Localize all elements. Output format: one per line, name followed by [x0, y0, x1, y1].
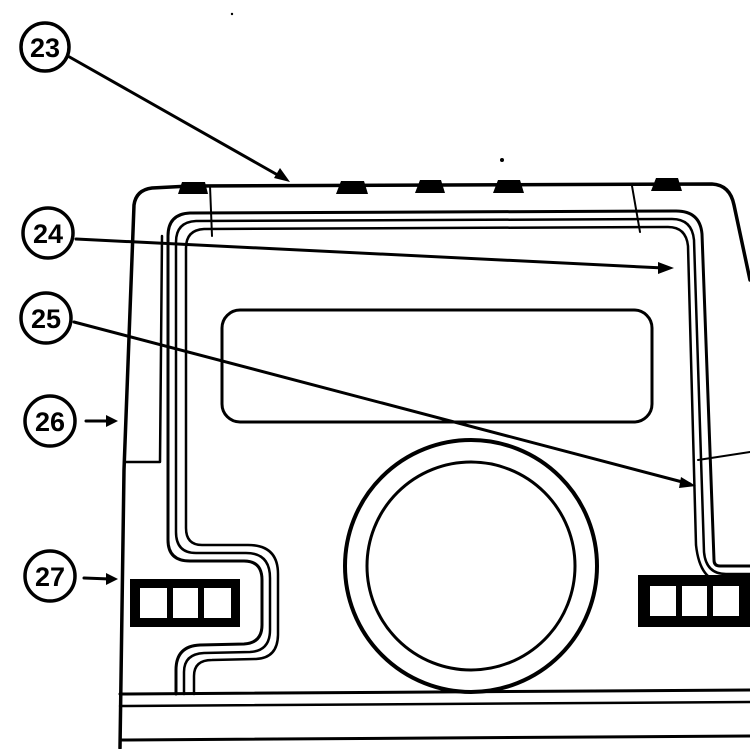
roof-lamp	[651, 178, 682, 191]
callout-label-25: 25	[31, 304, 61, 334]
body-seam-right	[631, 185, 641, 233]
arrowhead-23	[274, 168, 290, 182]
roof-lamp	[415, 180, 445, 193]
callout-24: 24	[21, 206, 75, 260]
callout-label-24: 24	[33, 219, 63, 249]
door-frame-inner	[184, 225, 750, 696]
arrowhead-27	[106, 573, 118, 585]
body-outline	[118, 182, 750, 749]
roof-marker-lamps	[178, 178, 682, 194]
tail-light-left	[130, 579, 240, 627]
door-frame-middle	[174, 217, 750, 696]
arrowhead-24	[658, 262, 674, 274]
callout-label-26: 26	[35, 407, 65, 437]
tail-light-right	[638, 575, 750, 627]
leader-line-27	[82, 576, 112, 581]
callout-23: 23	[19, 21, 71, 73]
door-frame-outer	[166, 209, 750, 696]
callout-25: 25	[19, 291, 73, 345]
leader-line-25	[72, 320, 692, 486]
roof-lamp	[336, 181, 368, 194]
rear-window	[220, 308, 654, 424]
spare-tire-inner	[365, 460, 577, 672]
print-speck	[500, 158, 504, 162]
arrowhead-25	[679, 477, 696, 488]
bumper-mid-line	[118, 700, 750, 708]
leader-lines	[64, 53, 696, 585]
callout-27: 27	[23, 549, 77, 603]
vehicle-body	[118, 182, 750, 749]
bumper-bottom-line	[118, 734, 750, 742]
spare-tire-outer	[343, 438, 599, 694]
roof-lamp	[493, 180, 524, 193]
callout-label-27: 27	[35, 562, 65, 592]
callout-26: 26	[23, 394, 77, 448]
callout-label-23: 23	[30, 33, 60, 63]
bumper-top-line	[118, 688, 750, 696]
right-edge-detail	[697, 451, 750, 461]
roof-lamp	[178, 182, 208, 194]
body-seam-left	[209, 185, 213, 237]
leader-line-24	[74, 237, 666, 270]
leader-line-23	[64, 53, 285, 180]
arrowhead-26	[106, 415, 118, 427]
body-panel-line	[122, 234, 164, 464]
print-speck	[230, 12, 234, 16]
